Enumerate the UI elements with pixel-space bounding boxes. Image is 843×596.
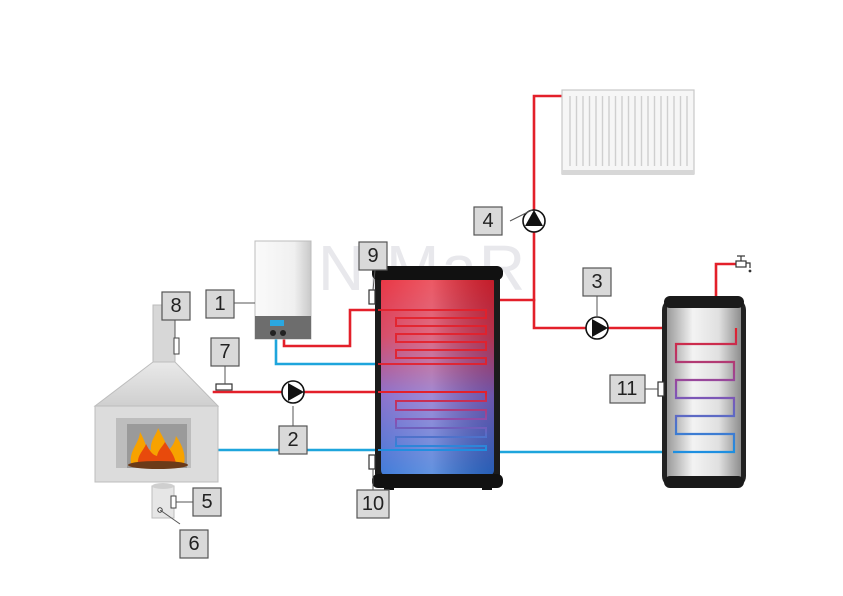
boiler-return-pipe (274, 338, 380, 366)
dhw-sensor (657, 381, 665, 397)
buffer-top-sensor (368, 289, 376, 305)
label-dhw-sensor-text: 11 (617, 378, 638, 400)
fireplace-pump (281, 380, 305, 404)
label-ash-container-text: 5 (201, 491, 212, 513)
label-flue-sensor: 8 (161, 291, 191, 321)
label-buffer-top-sensor: 9 (358, 241, 388, 271)
pump-icon (281, 209, 609, 404)
flow-sensor (215, 383, 233, 391)
label-flue-sensor-text: 8 (170, 295, 181, 317)
callout-labels: 1 2 3 4 5 6 7 8 (161, 206, 646, 559)
label-ash-sensor: 6 (179, 529, 209, 559)
boiler-supply-pipe (282, 308, 380, 348)
faucet-icon (735, 255, 752, 273)
wall-boiler (254, 240, 312, 340)
fire-icon (128, 428, 188, 469)
label-dhw-pump-text: 3 (591, 271, 602, 293)
label-ash-sensor-text: 6 (188, 533, 199, 555)
label-dhw-pump: 3 (582, 267, 612, 297)
radiator-icon (561, 89, 695, 175)
label-fireplace-pump-text: 2 (287, 429, 298, 451)
label-ash-container: 5 (192, 487, 222, 517)
label-fireplace-pump: 2 (278, 425, 308, 455)
label-flow-sensor-text: 7 (219, 341, 230, 363)
dhw-tank (662, 296, 746, 488)
leader-lines (174, 209, 658, 503)
dhw-pump (585, 316, 609, 340)
radiator-pump (522, 209, 546, 233)
hot-water-outlet-pipe (714, 262, 738, 300)
fireplace (93, 304, 220, 525)
buffer-bottom-sensor (368, 454, 376, 470)
label-buffer-bottom-sensor-text: 10 (362, 493, 384, 515)
pipes (212, 94, 738, 454)
label-radiator-pump-text: 4 (482, 210, 493, 232)
label-dhw-sensor: 11 (609, 374, 646, 404)
label-buffer-bottom-sensor: 10 (356, 489, 390, 519)
radiator-pipe (498, 94, 564, 302)
label-radiator-pump: 4 (473, 206, 503, 236)
label-boiler-text: 1 (214, 293, 225, 315)
label-boiler: 1 (205, 289, 235, 319)
label-flow-sensor: 7 (210, 337, 240, 367)
ash-container (151, 483, 181, 525)
buffer-tank (372, 266, 503, 490)
label-buffer-top-sensor-text: 9 (367, 245, 378, 267)
